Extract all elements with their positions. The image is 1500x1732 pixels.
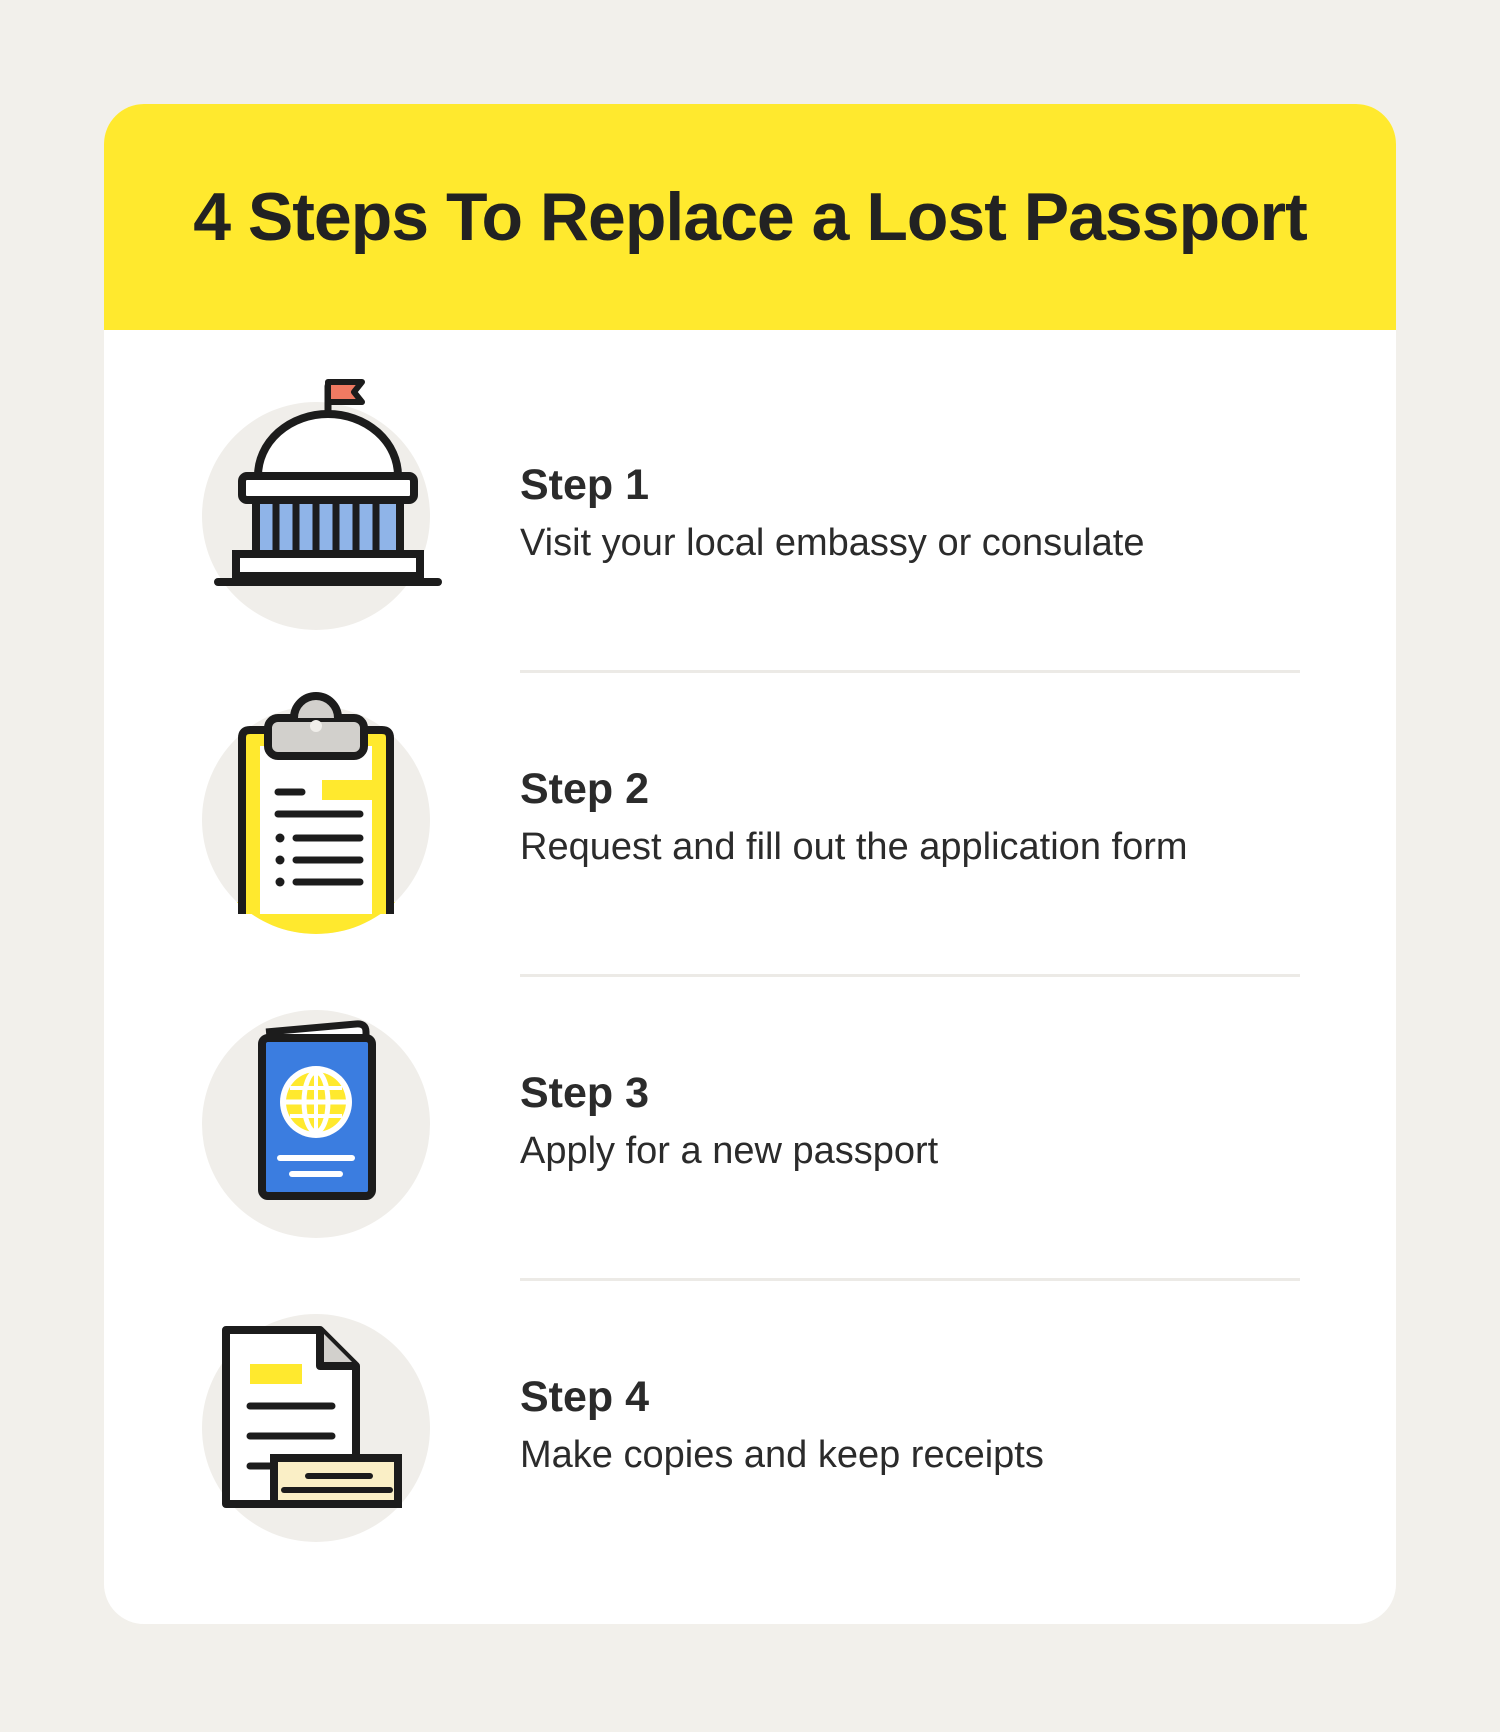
step-item-4: Step 4 Make copies and keep receipts <box>104 1274 1396 1578</box>
divider <box>520 1278 1300 1281</box>
divider <box>520 670 1300 673</box>
step-text: Step 2 Request and fill out the applicat… <box>520 666 1380 970</box>
step-description: Visit your local embassy or consulate <box>520 522 1145 564</box>
step-description: Make copies and keep receipts <box>520 1434 1044 1476</box>
step-description: Request and fill out the application for… <box>520 826 1188 868</box>
step-item-2: Step 2 Request and fill out the applicat… <box>104 666 1396 970</box>
divider <box>520 974 1300 977</box>
steps-card: 4 Steps To Replace a Lost Passport <box>104 104 1396 1624</box>
document-receipt-icon <box>176 1288 456 1564</box>
step-text: Step 4 Make copies and keep receipts <box>520 1274 1380 1578</box>
step-label: Step 4 <box>520 1373 650 1421</box>
step-item-1: Step 1 Visit your local embassy or consu… <box>104 362 1396 666</box>
clipboard-form-icon <box>176 680 456 956</box>
step-label: Step 1 <box>520 461 650 509</box>
step-description: Apply for a new passport <box>520 1130 939 1172</box>
passport-icon <box>176 984 456 1260</box>
step-label: Step 3 <box>520 1069 650 1117</box>
step-label: Step 2 <box>520 765 650 813</box>
step-text: Step 1 Visit your local embassy or consu… <box>520 362 1380 666</box>
card-header: 4 Steps To Replace a Lost Passport <box>104 104 1396 330</box>
page-title: 4 Steps To Replace a Lost Passport <box>193 179 1308 255</box>
step-text: Step 3 Apply for a new passport <box>520 970 1380 1274</box>
step-item-3: Step 3 Apply for a new passport <box>104 970 1396 1274</box>
embassy-building-icon <box>176 376 456 652</box>
